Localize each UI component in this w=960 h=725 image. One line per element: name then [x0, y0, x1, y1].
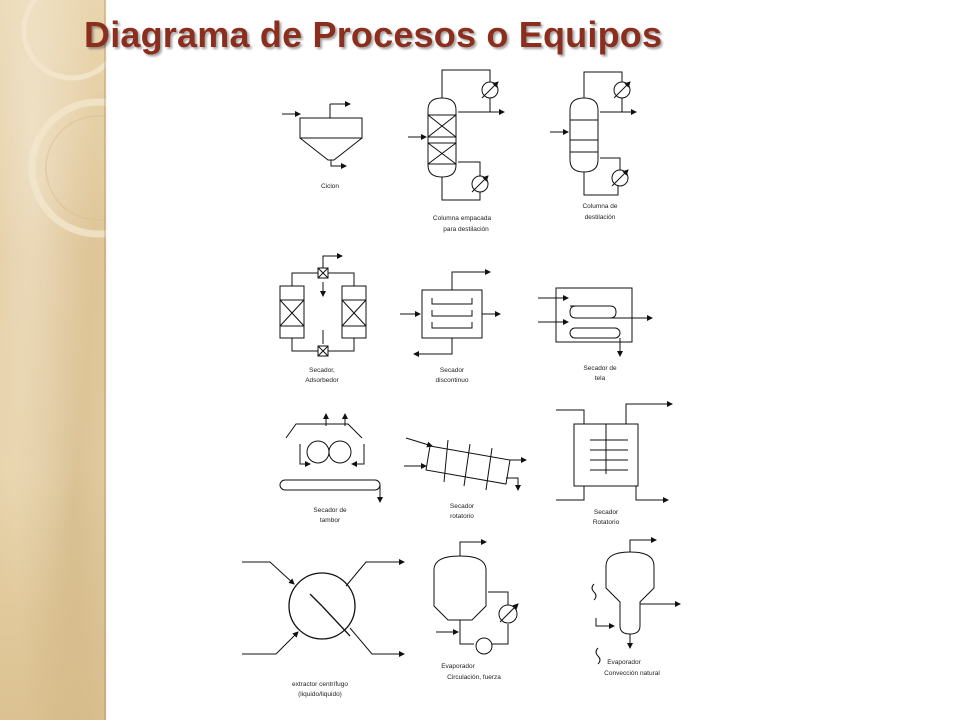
- cyclone-symbol: Ciclon: [282, 101, 363, 190]
- label-secador-tela-1: Secador de: [583, 365, 617, 372]
- label-columna-destilacion-1: Columna de: [582, 203, 617, 210]
- parchment-edge: [104, 0, 107, 720]
- label-secador-adsorbedor-1: Secador,: [309, 367, 335, 374]
- label-secador-tambor-2: tambor: [320, 517, 341, 524]
- label-columna-destilacion-2: destilación: [585, 214, 616, 221]
- label-columna-empacada-1: Columna empacada: [433, 215, 492, 222]
- batch-dryer-symbol: Secador discontinuo: [400, 269, 501, 384]
- label-secador-rotatorio2-2: Rotatorio: [593, 519, 620, 526]
- label-evaporador-forzada-1: Evaporador: [441, 663, 475, 670]
- page-title: Diagrama de Procesos o Equipos: [84, 14, 663, 55]
- label-evaporador-natural-2: Convección natural: [604, 670, 660, 677]
- label-ciclon: Ciclon: [321, 183, 339, 190]
- adsorber-dryer-symbol: Secador, Adsorbedor: [279, 253, 367, 384]
- label-secador-discontinuo-1: Secador: [440, 367, 465, 374]
- label-evaporador-natural-1: Evaporador: [607, 659, 641, 666]
- label-secador-tela-2: tela: [595, 375, 606, 382]
- label-evaporador-forzada-2: Circulación, fuerza: [447, 674, 501, 681]
- packed-column-symbol: Columna empacada para destilación: [408, 69, 505, 233]
- label-secador-rotatorio2-1: Secador: [594, 509, 619, 516]
- parchment-sidebar: [0, 0, 168, 720]
- rotary-dryer-symbol: Secador rotatorio: [404, 437, 527, 520]
- centrifugal-extractor-symbol: extractor centrífugo (liquido/liquido): [242, 559, 405, 698]
- label-extractor-2: (liquido/liquido): [298, 691, 342, 698]
- distillation-column-symbol: Columna de destilación: [550, 71, 637, 221]
- belt-dryer-symbol: Secador de tela: [538, 287, 653, 382]
- label-columna-empacada-2: para destilación: [443, 226, 489, 233]
- forced-circulation-evaporator-symbol: Evaporador Circulación, fuerza: [433, 539, 519, 681]
- label-extractor-1: extractor centrífugo: [292, 681, 348, 688]
- label-secador-discontinuo-2: discontinuo: [436, 377, 469, 384]
- label-secador-tambor-1: Secador de: [313, 507, 347, 514]
- drum-dryer-symbol: Secador de tambor: [279, 413, 383, 524]
- label-secador-adsorbedor-2: Adsorbedor: [305, 377, 339, 384]
- label-secador-rotatorio-1: Secador: [450, 503, 475, 510]
- label-secador-rotatorio-2: rotatorio: [450, 513, 474, 520]
- rotary-dryer-tank-symbol: Secador Rotatorio: [556, 401, 673, 526]
- natural-convection-evaporator-symbol: Evaporador Convección natural: [591, 537, 681, 677]
